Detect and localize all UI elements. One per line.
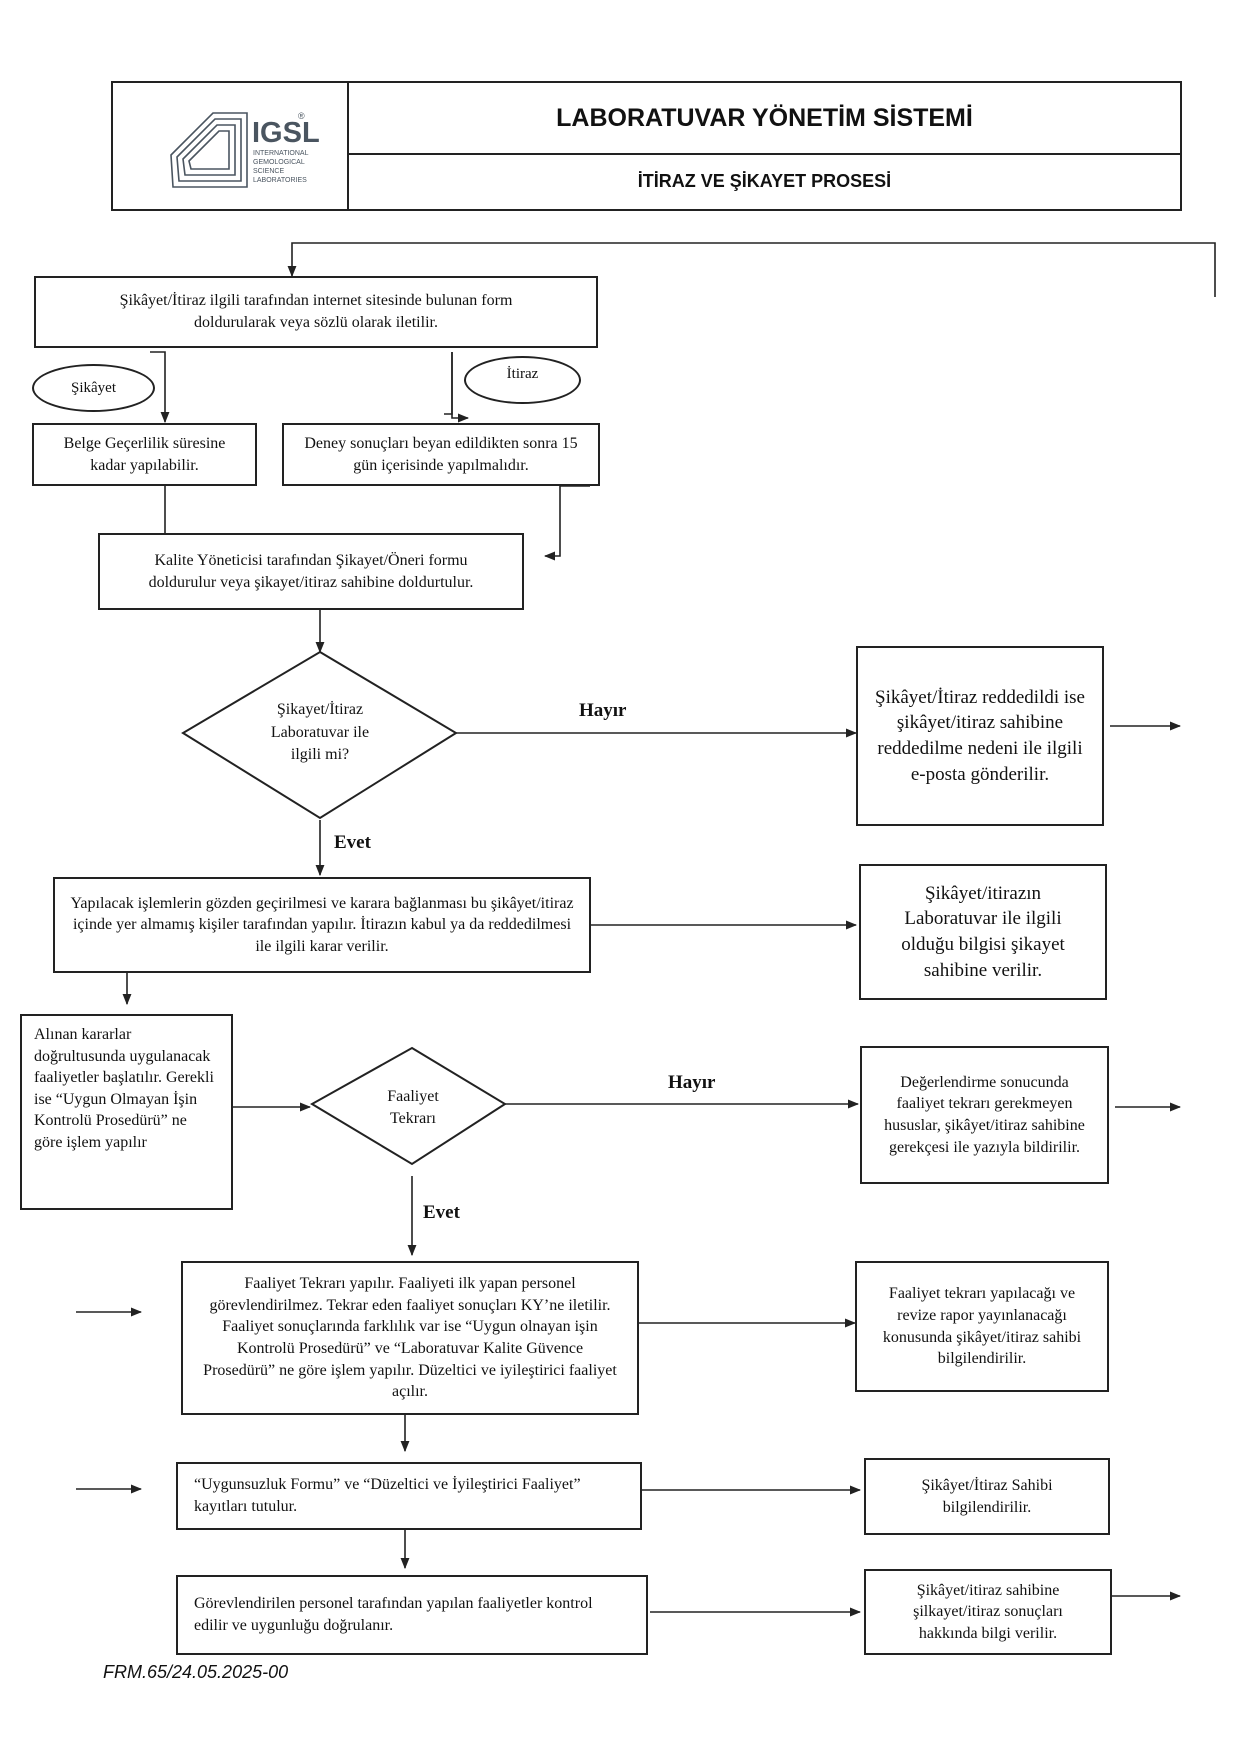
records-box: “Uygunsuzluk Formu” ve “Düzeltici ve İyi… xyxy=(176,1462,642,1530)
repeat-box: Faaliyet Tekrarı yapılır. Faaliyeti ilk … xyxy=(181,1261,639,1415)
decision-2-text: Faaliyet Tekrarı xyxy=(387,1087,439,1127)
objection-time-note: Deney sonuçları beyan edildikten sonra 1… xyxy=(282,423,600,486)
owner-informed-box: Şikâyet/İtiraz Sahibi bilgilendirilir. xyxy=(864,1458,1110,1535)
no-repeat-box: Değerlendirme sonucunda faaliyet tekrarı… xyxy=(860,1046,1109,1184)
decision-1-yes-label: Evet xyxy=(334,832,371,853)
decision-1-no-label: Hayır xyxy=(579,700,627,721)
logo-tagline-3: SCIENCE xyxy=(253,168,284,175)
logo-tagline-1: INTERNATIONAL xyxy=(253,150,309,157)
complaint-time-note: Belge Geçerlilik süresine kadar yapılabi… xyxy=(32,423,257,486)
rejected-box: Şikâyet/İtiraz reddedildi ise şikâyet/it… xyxy=(856,646,1104,826)
review-box: Yapılacak işlemlerin gözden geçirilmesi … xyxy=(53,877,591,973)
logo-registered: ® xyxy=(298,111,305,121)
result-info-box: Şikâyet/itiraz sahibine şilkayet/itiraz … xyxy=(864,1569,1112,1655)
form-code: FRM.65/24.05.2025-00 xyxy=(103,1662,289,1682)
decision-2-yes-label: Evet xyxy=(423,1202,460,1223)
logo-tagline-2: GEMOLOGICAL xyxy=(253,159,305,166)
decision-1-shape xyxy=(181,650,458,820)
verify-box: Görevlendirilen personel tarafından yapı… xyxy=(176,1575,648,1655)
related-info-box: Şikâyet/itirazın Laboratuvar ile ilgili … xyxy=(859,864,1107,1000)
logo-cell: IGSL ® INTERNATIONAL GEMOLOGICAL SCIENCE… xyxy=(113,83,349,209)
igsl-logo-icon: IGSL ® INTERNATIONAL GEMOLOGICAL SCIENCE… xyxy=(170,111,320,188)
decision-2-shape xyxy=(310,1046,507,1166)
logo-tagline-4: LABORATORIES xyxy=(253,177,307,184)
start-box: Şikâyet/İtiraz ilgili tarafından interne… xyxy=(34,276,598,348)
decision-2-no-label: Hayır xyxy=(668,1072,716,1093)
logo-brand: IGSL xyxy=(252,117,320,149)
decision-1-text: Şikayet/İtiraz Laboratuvar ile ilgili mi… xyxy=(270,701,370,764)
header-table: IGSL ® INTERNATIONAL GEMOLOGICAL SCIENCE… xyxy=(111,81,1182,211)
actions-box: Alınan kararlar doğrultusunda uygulanaca… xyxy=(20,1014,233,1210)
form-fill-box: Kalite Yöneticisi tarafından Şikayet/Öne… xyxy=(98,533,524,610)
repeat-info-box: Faaliyet tekrarı yapılacağı ve revize ra… xyxy=(855,1261,1109,1392)
document-subtitle: İTİRAZ VE ŞİKAYET PROSESİ xyxy=(637,170,892,191)
objection-ellipse: İtiraz xyxy=(464,356,581,404)
complaint-ellipse: Şikâyet xyxy=(32,364,155,412)
document-title: LABORATUVAR YÖNETİM SİSTEMİ xyxy=(349,83,1180,155)
